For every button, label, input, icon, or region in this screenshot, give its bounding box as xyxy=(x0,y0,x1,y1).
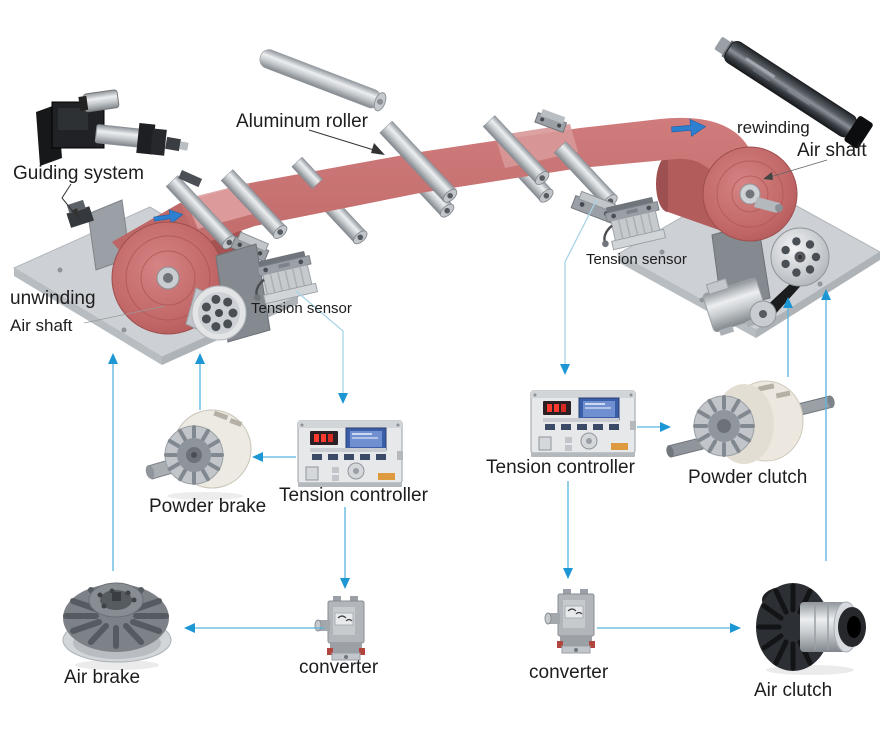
label-guiding-system: Guiding system xyxy=(13,163,144,184)
label-air-shaft-unwinding: Air shaft xyxy=(10,316,73,335)
label-powder-brake: Powder brake xyxy=(149,496,266,517)
rewind-clutch-drive xyxy=(702,227,830,336)
label-unwinding: unwinding xyxy=(10,288,96,309)
tension-detect-roller-rewind xyxy=(553,141,621,211)
label-air-shaft-rewinding: Air shaft xyxy=(797,140,867,161)
tension-controller-rewind-device xyxy=(530,390,637,458)
powder-clutch-device xyxy=(666,380,835,464)
label-aluminum-roller: Aluminum roller xyxy=(236,111,369,132)
powder-brake-device xyxy=(145,409,252,500)
air-clutch-device xyxy=(756,583,866,675)
unwind-powder-brake-motor xyxy=(191,285,247,341)
signal-arrowheads xyxy=(108,289,831,633)
air-brake-device xyxy=(62,582,172,670)
guiding-system-device xyxy=(36,89,189,166)
label-pointers xyxy=(61,129,828,324)
label-tension-controller-unwind: Tension controller xyxy=(279,485,429,506)
label-tension-controller-rewind: Tension controller xyxy=(486,457,636,478)
label-powder-clutch: Powder clutch xyxy=(688,467,807,488)
tension-controller-unwind-device xyxy=(297,420,404,488)
aluminum-roller-pointed xyxy=(379,120,460,206)
aluminum-rollers-on-web xyxy=(165,109,621,263)
roller-bracket-top xyxy=(534,109,568,133)
label-converter-unwind: converter xyxy=(299,657,379,678)
line-sensor-to-controller-rewind xyxy=(564,198,598,365)
label-tension-sensor-rewind: Tension sensor xyxy=(586,251,687,268)
aluminum-roller-free xyxy=(259,49,387,112)
signal-connections xyxy=(112,198,827,629)
unwinding-roll xyxy=(111,221,271,343)
label-air-brake: Air brake xyxy=(64,667,140,688)
converter-rewind-device xyxy=(544,588,596,654)
label-converter-rewind: converter xyxy=(529,662,609,683)
line-sensor-to-controller-unwind xyxy=(295,290,344,394)
air-shaft-device xyxy=(714,37,873,149)
label-rewinding: rewinding xyxy=(737,118,810,137)
label-tension-sensor-unwind: Tension sensor xyxy=(251,300,352,317)
rewinding-roll xyxy=(702,146,798,242)
label-air-clutch: Air clutch xyxy=(754,680,832,701)
powder-clutch-pulley xyxy=(770,227,830,287)
